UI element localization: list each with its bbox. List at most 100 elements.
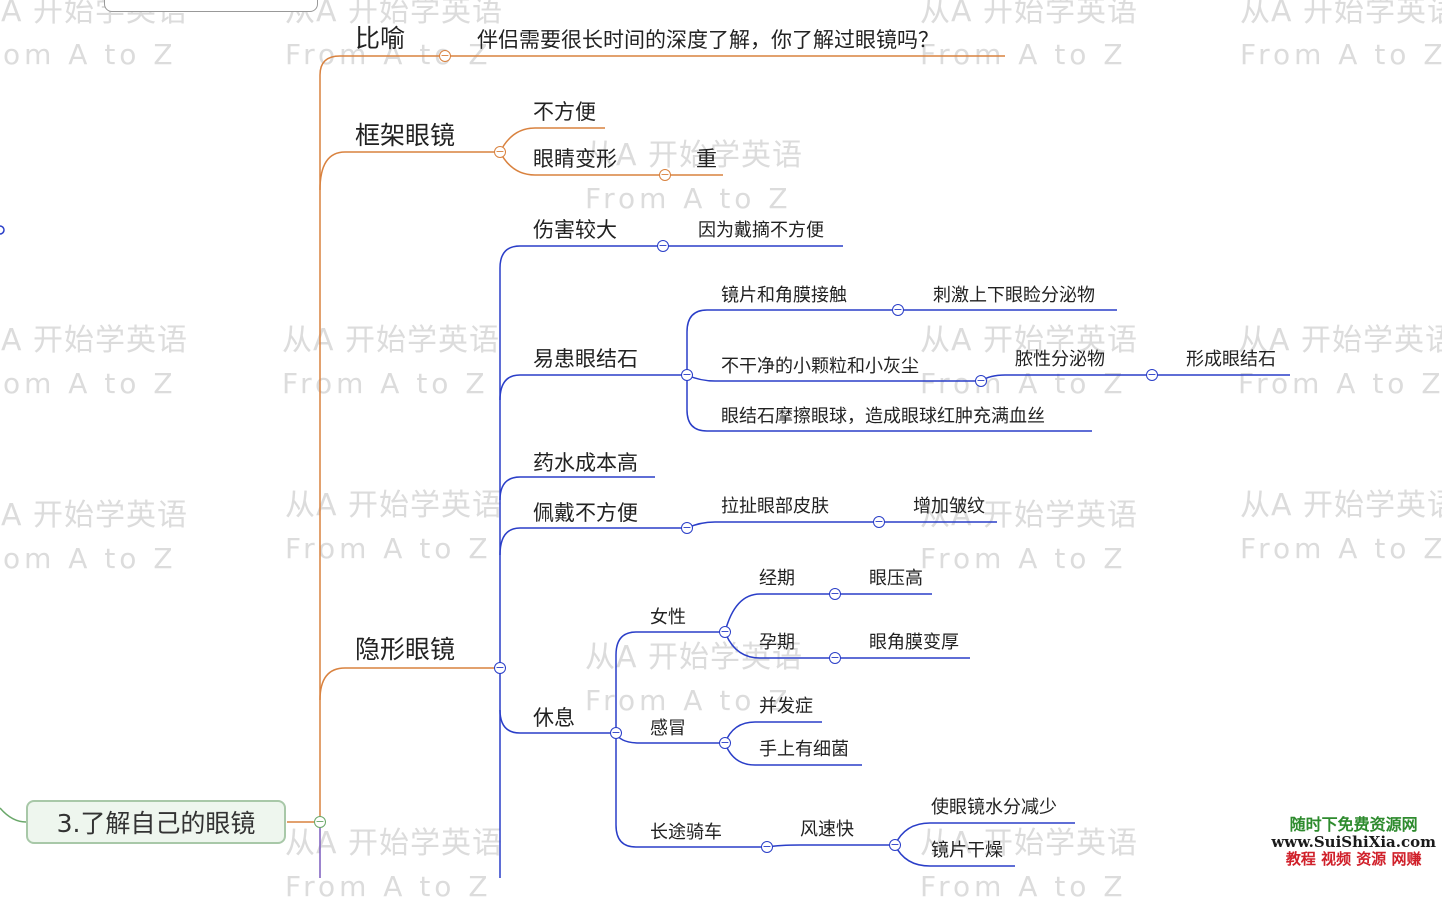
watermark: 从A 开始学英语 From A to Z [0,490,188,575]
watermark-en: From A to Z [920,38,1127,71]
topic-bingfazheng[interactable]: 并发症 [759,696,813,717]
watermark: 从A 开始学英语 From A to Z [1240,480,1442,565]
collapse-toggle-icon[interactable]: − [975,374,987,387]
topic-bu-fangbian[interactable]: 不方便 [533,100,596,124]
watermark: 从A 开始学英语 From A to Z [585,130,803,215]
clipped-topic-box[interactable] [104,0,318,12]
watermark-en: From A to Z [0,367,177,400]
collapse-toggle-icon[interactable]: − [719,625,731,638]
watermark-cn: 从A 开始学英语 [1240,0,1442,29]
collapse-toggle-icon[interactable]: − [1146,368,1158,381]
watermark-cn: 从A 开始学英语 [1238,323,1442,358]
collapse-toggle-icon[interactable]: − [657,239,669,252]
watermark-cn: 从A 开始学英语 [920,0,1139,29]
watermark: 从A 开始学英语 From A to Z [285,480,503,565]
watermark: 从A 开始学英语 From A to Z [1240,0,1442,71]
collapse-toggle-icon[interactable]: − [761,840,773,853]
watermark-cn: 从A 开始学英语 [1240,488,1442,523]
watermark-en: From A to Z [1240,532,1442,565]
topic-jingpian-jiaomo[interactable]: 镜片和角膜接触 [721,285,847,306]
topic-yinxing-yanjing[interactable]: 隐形眼镜 [355,635,456,664]
topic-daizhai-bufangbian[interactable]: 因为戴摘不方便 [698,220,824,241]
topic-jiaomo-bianhou[interactable]: 眼角膜变厚 [869,632,959,653]
brand-line-3: 教程 视频 资源 网赚 [1285,849,1422,868]
watermark-en: From A to Z [585,684,792,717]
topic-jingqi[interactable]: 经期 [759,568,795,589]
watermark: 从A 开始学英语 From A to Z [920,0,1138,71]
brand-line-2: www.SuiShiXia.com [1271,832,1436,851]
topic-yanjing-bianxing[interactable]: 眼睛变形 [533,147,617,171]
topic-ciji-fenmiwu[interactable]: 刺激上下眼睑分泌物 [933,285,1095,306]
topic-nvxing[interactable]: 女性 [650,607,686,628]
watermark-cn: 从A 开始学英语 [0,323,189,358]
watermark: 从A 开始学英语 From A to Z [0,315,188,400]
topic-shou-xijun[interactable]: 手上有细菌 [759,739,849,760]
collapse-toggle-icon[interactable]: − [719,736,731,749]
topic-mocayanqiu[interactable]: 眼结石摩擦眼球，造成眼球红肿充满血丝 [721,406,1045,427]
watermark-en: From A to Z [285,532,492,565]
collapse-toggle-icon[interactable]: − [829,651,841,664]
watermark-en: From A to Z [1238,367,1442,400]
topic-jingpian-ganzao[interactable]: 镜片干燥 [931,840,1003,861]
topic-yanjieshi[interactable]: 易患眼结石 [533,347,638,371]
topic-kelihuichen[interactable]: 不干净的小颗粒和小灰尘 [721,356,919,377]
site-branding: 随时下免费资源网 www.SuiShiXia.com 教程 视频 资源 网赚 [1271,816,1436,868]
root-topic-label: 3.了解自己的眼镜 [56,809,256,838]
collapse-toggle-icon[interactable]: − [314,815,326,828]
root-topic[interactable]: 3.了解自己的眼镜 [26,800,286,844]
collapse-toggle-icon[interactable]: − [892,303,904,316]
topic-xingcheng-jieshi[interactable]: 形成眼结石 [1186,349,1276,370]
topic-yanyagao[interactable]: 眼压高 [869,568,923,589]
watermark-en: From A to Z [920,367,1127,400]
topic-yunqi[interactable]: 孕期 [759,632,795,653]
collapse-toggle-icon[interactable]: − [681,368,693,381]
collapse-toggle-icon[interactable]: − [439,49,451,62]
watermark: 从A 开始学英语 From A to Z [1238,315,1442,400]
topic-yaoshui-chengben[interactable]: 药水成本高 [533,451,638,475]
watermark-cn: 从A 开始学英语 [282,323,501,358]
watermark-en: From A to Z [585,182,792,215]
watermark-cn: 从A 开始学英语 [285,0,504,29]
topic-changtu-qiche[interactable]: 长途骑车 [650,822,722,843]
watermark-cn: 从A 开始学英语 [0,498,189,533]
collapse-toggle-icon[interactable]: − [659,168,671,181]
watermark-en: From A to Z [282,367,489,400]
collapse-toggle-icon[interactable]: − [889,838,901,851]
topic-zengjia-zhouwen[interactable]: 增加皱纹 [913,496,985,517]
watermark-en: From A to Z [285,38,492,71]
watermark-en: From A to Z [920,542,1127,575]
topic-kuangjia-yanjing[interactable]: 框架眼镜 [355,121,456,150]
watermark: 从A 开始学英语 From A to Z [285,0,503,71]
collapse-toggle-icon[interactable]: − [610,726,622,739]
topic-fengsu-kuai[interactable]: 风速快 [800,819,854,840]
topic-lache-pifu[interactable]: 拉扯眼部皮肤 [721,496,829,517]
topic-nongxing-fenmiwu[interactable]: 脓性分泌物 [1015,349,1105,370]
watermark-cn: 从A 开始学英语 [920,498,1139,533]
watermark-cn: 从A 开始学英语 [285,488,504,523]
watermark-cn: 从A 开始学英语 [285,826,504,861]
collapse-toggle-icon[interactable]: − [494,661,506,674]
watermark-cn: 从A 开始学英语 [585,138,804,173]
collapse-toggle-icon[interactable]: − [681,521,693,534]
watermark-en: From A to Z [1240,38,1442,71]
watermark-cn: 从A 开始学英语 [920,323,1139,358]
brand-line-1: 随时下免费资源网 [1289,815,1418,834]
topic-shuifen-jianshao[interactable]: 使眼镜水分减少 [931,797,1057,818]
watermark-en: From A to Z [0,542,177,575]
collapse-toggle-icon[interactable]: − [494,145,506,158]
watermark: 从A 开始学英语 From A to Z [920,315,1138,400]
collapse-toggle-icon[interactable]: − [829,587,841,600]
watermark: 从A 开始学英语 From A to Z [920,490,1138,575]
topic-xiuxi[interactable]: 休息 [533,706,575,730]
topic-zhong[interactable]: 重 [696,147,717,171]
watermark: 从A 开始学英语 From A to Z [282,315,500,400]
topic-biyu[interactable]: 比喻 [355,24,406,53]
watermark-en: From A to Z [0,38,177,71]
topic-shanghai-jiaoda[interactable]: 伤害较大 [533,218,617,242]
topic-peidai-bufangbian[interactable]: 佩戴不方便 [533,501,638,525]
watermark-cn: 从A 开始学英语 [920,826,1139,861]
collapse-toggle-icon[interactable]: − [873,515,885,528]
topic-biyu-detail[interactable]: 伴侣需要很长时间的深度了解，你了解过眼镜吗？ [477,28,939,52]
topic-ganmao[interactable]: 感冒 [650,718,686,739]
